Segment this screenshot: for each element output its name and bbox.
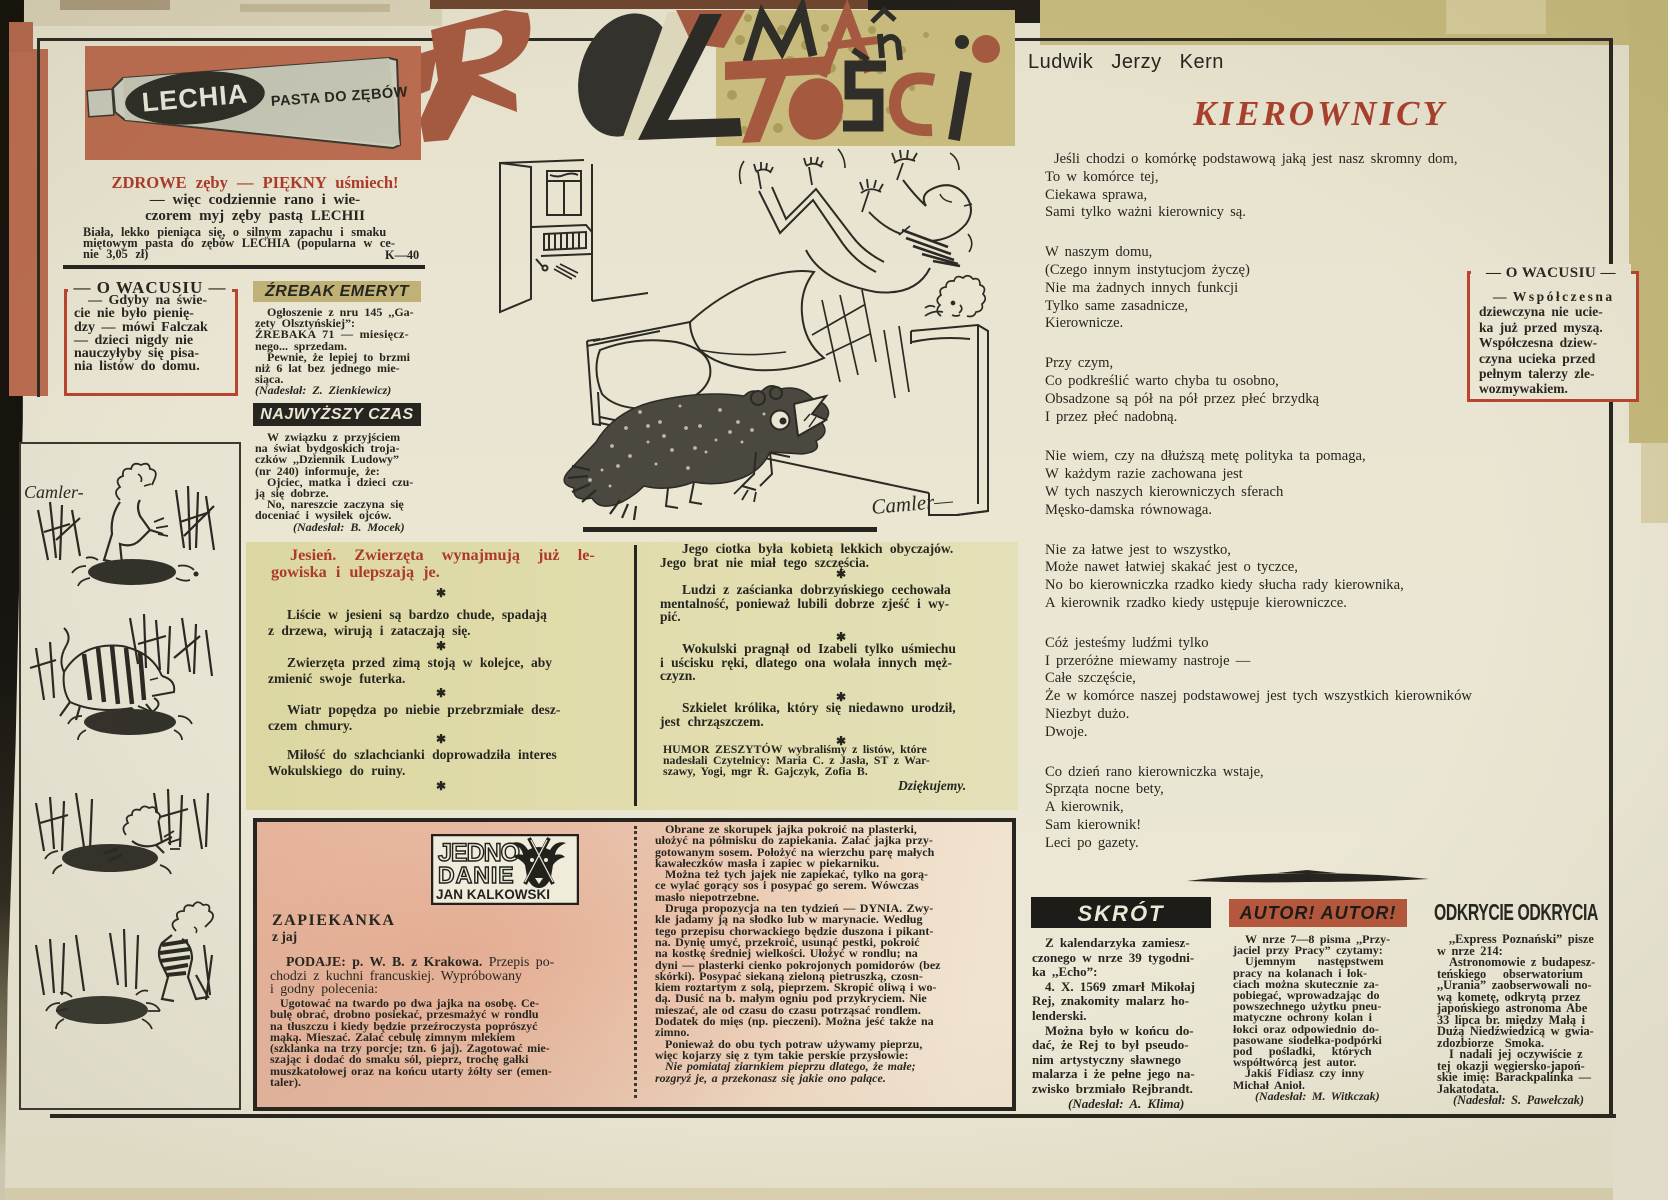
svg-text:JAN KALKOWSKI: JAN KALKOWSKI [436,887,550,902]
svg-text:Camler-: Camler- [24,482,84,502]
svg-text:JEDNO: JEDNO [438,839,520,867]
svg-text:DANIE: DANIE [438,862,515,888]
